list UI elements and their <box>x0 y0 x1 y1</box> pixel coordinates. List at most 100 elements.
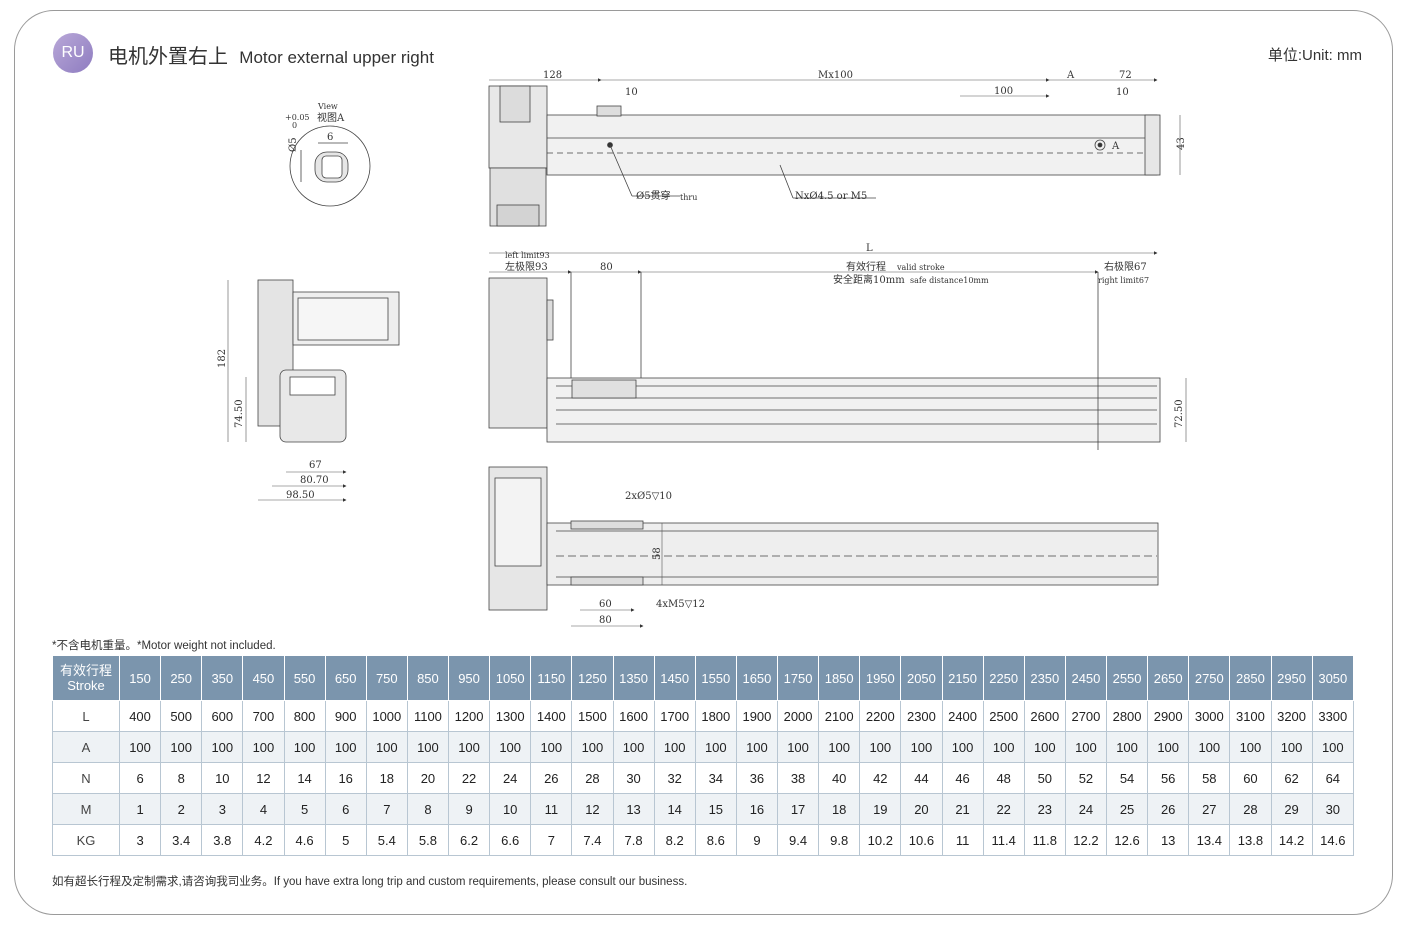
table-cell: 100 <box>776 731 820 763</box>
table-cell: 3000 <box>1188 700 1231 732</box>
label-view-en: View <box>317 102 338 111</box>
stroke-column-header: 2750 <box>1188 655 1231 701</box>
stroke-header: 有效行程 Stroke <box>52 655 120 701</box>
label-80a: 80 <box>600 262 613 273</box>
table-cell: 14.2 <box>1270 824 1313 856</box>
table-cell: 1800 <box>694 700 737 732</box>
table-cell: 5.4 <box>365 824 408 856</box>
table-cell: 400 <box>118 700 162 732</box>
table-cell: 13 <box>612 793 655 825</box>
table-cell: 6.6 <box>489 824 532 856</box>
table-cell: 2200 <box>859 700 902 732</box>
table-cell: 12.2 <box>1064 824 1108 856</box>
table-cell: 11.4 <box>982 824 1025 856</box>
stroke-header-en: Stroke <box>67 678 105 693</box>
stroke-column-header: 650 <box>324 655 367 701</box>
table-cell: 7.8 <box>612 824 655 856</box>
table-cell: 1500 <box>571 700 614 732</box>
row-label: L <box>52 700 120 732</box>
stroke-column-header: 1450 <box>653 655 696 701</box>
row-label: M <box>52 793 120 825</box>
table-cell: 23 <box>1023 793 1066 825</box>
table-cell: 100 <box>365 731 408 763</box>
table-cell: 28 <box>1229 793 1272 825</box>
table-cell: 100 <box>694 731 737 763</box>
title-cn: 电机外置右上 <box>108 46 228 68</box>
table-cell: 26 <box>1147 793 1190 825</box>
table-cell: 6.2 <box>447 824 491 856</box>
label-58: 58 <box>652 547 663 560</box>
table-cell: 4.2 <box>242 824 285 856</box>
table-cell: 24 <box>489 762 532 794</box>
table-cell: 48 <box>982 762 1025 794</box>
table-cell: 600 <box>201 700 244 732</box>
table-cell: 38 <box>776 762 820 794</box>
table-cell: 3 <box>201 793 244 825</box>
label-10b: 10 <box>1116 87 1129 98</box>
table-cell: 20 <box>900 793 943 825</box>
view-a-detail <box>289 125 371 207</box>
table-cell: 3.4 <box>160 824 203 856</box>
table-cell: 100 <box>1147 731 1190 763</box>
table-cell: 46 <box>941 762 984 794</box>
table-cell: 27 <box>1188 793 1231 825</box>
stroke-column-header: 1050 <box>489 655 532 701</box>
stroke-column-header: 450 <box>242 655 285 701</box>
table-cell: 2600 <box>1023 700 1066 732</box>
table-cell: 6 <box>118 762 162 794</box>
label-182: 182 <box>217 349 228 368</box>
label-128: 128 <box>543 70 562 81</box>
table-cell: 1700 <box>653 700 696 732</box>
table-cell: 1300 <box>489 700 532 732</box>
table-cell: 900 <box>324 700 367 732</box>
label-nx: NxØ4.5 or M5 <box>795 191 867 202</box>
table-cell: 4.6 <box>283 824 326 856</box>
label-safe-cn: 安全距离10mm <box>833 273 905 286</box>
table-cell: 100 <box>653 731 696 763</box>
label-6: 6 <box>327 132 333 143</box>
table-cell: 100 <box>283 731 326 763</box>
label-thru-cn: Ø5贯穿 <box>636 189 671 202</box>
label-72: 72 <box>1119 70 1132 81</box>
table-cell: 14.6 <box>1311 824 1355 856</box>
label-phi5: Ø5 <box>288 137 299 152</box>
label-100: 100 <box>994 86 1013 97</box>
label-80b: 80 <box>599 615 612 626</box>
stroke-column-header: 850 <box>406 655 450 701</box>
stroke-column-header: 2550 <box>1105 655 1149 701</box>
table-cell: 12.6 <box>1105 824 1149 856</box>
row-label: N <box>52 762 120 794</box>
table-cell: 100 <box>571 731 614 763</box>
table-cell: 30 <box>612 762 655 794</box>
table-cell: 7 <box>530 824 573 856</box>
table-cell: 3 <box>118 824 162 856</box>
table-cell: 100 <box>941 731 984 763</box>
label-right-limit-cn: 右极限67 <box>1104 260 1147 273</box>
table-cell: 9 <box>735 824 779 856</box>
table-cell: 100 <box>1270 731 1313 763</box>
table-cell: 100 <box>818 731 861 763</box>
row-label: KG <box>52 824 120 856</box>
table-cell: 15 <box>694 793 737 825</box>
table-cell: 11 <box>530 793 573 825</box>
table-cell: 7 <box>365 793 408 825</box>
table-cell: 100 <box>489 731 532 763</box>
table-cell: 30 <box>1311 793 1355 825</box>
stroke-column-header: 550 <box>283 655 326 701</box>
top-view <box>488 85 1161 227</box>
stroke-column-header: 2950 <box>1270 655 1313 701</box>
label-valid-en: valid stroke <box>896 263 945 272</box>
table-cell: 8.6 <box>694 824 737 856</box>
table-cell: 18 <box>365 762 408 794</box>
table-cell: 29 <box>1270 793 1313 825</box>
stroke-column-header: 350 <box>201 655 244 701</box>
stroke-column-header: 2450 <box>1064 655 1108 701</box>
table-cell: 9 <box>447 793 491 825</box>
table-cell: 10 <box>201 762 244 794</box>
label-7250: 72.50 <box>1174 399 1185 428</box>
table-cell: 100 <box>1229 731 1272 763</box>
side-view <box>257 279 400 443</box>
table-cell: 2800 <box>1105 700 1149 732</box>
label-valid-cn: 有效行程 <box>846 260 886 273</box>
